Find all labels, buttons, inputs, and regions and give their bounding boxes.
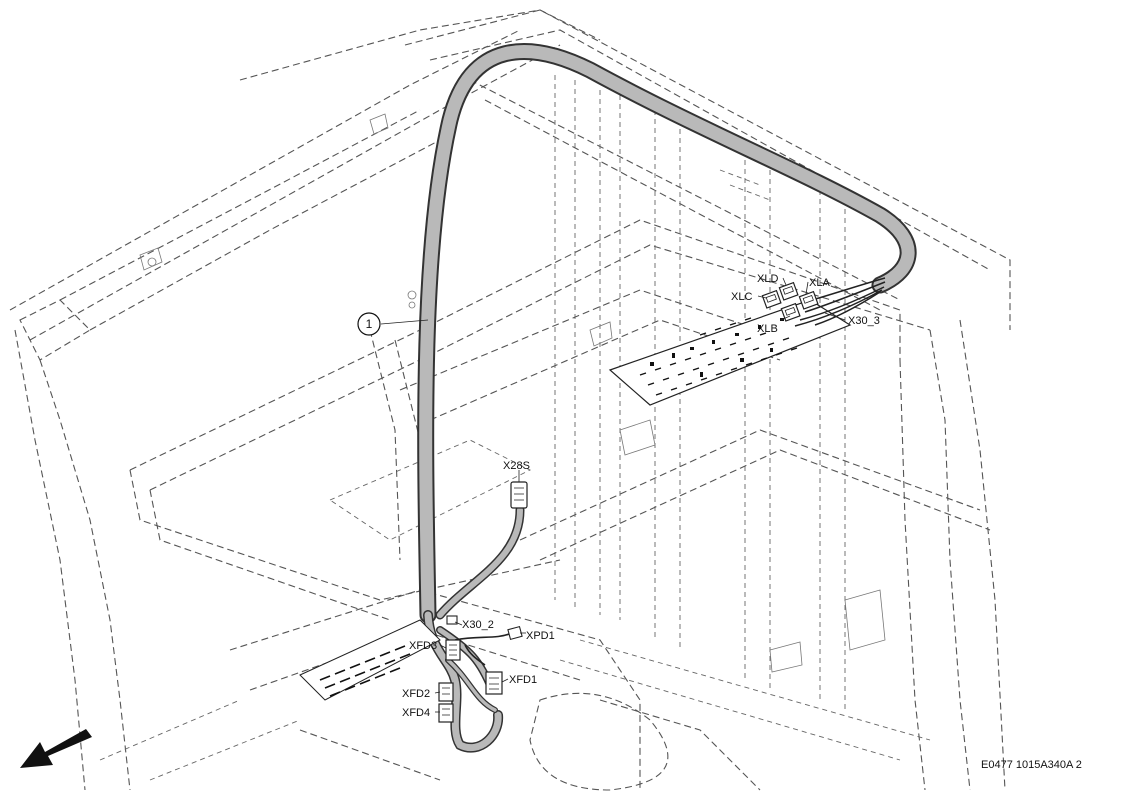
label-xlc: XLC (731, 291, 752, 303)
x28s-branch (437, 507, 523, 618)
label-x30-3: X30_3 (848, 315, 880, 327)
lower-control-board (299, 619, 441, 701)
wire-harness (417, 43, 917, 753)
connector-xlc (761, 289, 782, 309)
label-x28s: X28S (503, 460, 530, 472)
connector-xlb (780, 302, 801, 322)
label-xfd3: XFD3 (409, 640, 437, 652)
connector-xla (798, 290, 819, 310)
wire-fanout (794, 277, 886, 327)
connector-x28s (510, 481, 528, 509)
label-x30-2: X30_2 (462, 619, 494, 631)
label-xlb: XLB (757, 323, 778, 335)
vehicle-frame-outline (9, 9, 1011, 791)
leader-lines (380, 277, 846, 713)
connector-x30-2 (446, 615, 458, 625)
label-xla: XLA (809, 277, 830, 289)
label-xld: XLD (757, 273, 778, 285)
direction-arrow-icon (20, 729, 92, 768)
main-loom (419, 45, 915, 622)
connector-xfd1 (485, 671, 503, 695)
connector-xfd3 (445, 639, 461, 661)
label-xpd1: XPD1 (526, 630, 555, 642)
connector-xpd1 (507, 625, 523, 641)
label-xfd4: XFD4 (402, 707, 430, 719)
label-xfd1: XFD1 (509, 674, 537, 686)
drawing-code: E0477 1015A340A 2 (981, 759, 1082, 771)
connector-xfd4 (438, 703, 454, 723)
label-xfd2: XFD2 (402, 688, 430, 700)
callout-number: 1 (366, 317, 373, 331)
callout-1: 1 (357, 312, 381, 336)
control-board (608, 299, 852, 406)
lower-branch (424, 611, 502, 752)
connector-xld (778, 281, 799, 301)
connector-xfd2 (438, 682, 454, 702)
